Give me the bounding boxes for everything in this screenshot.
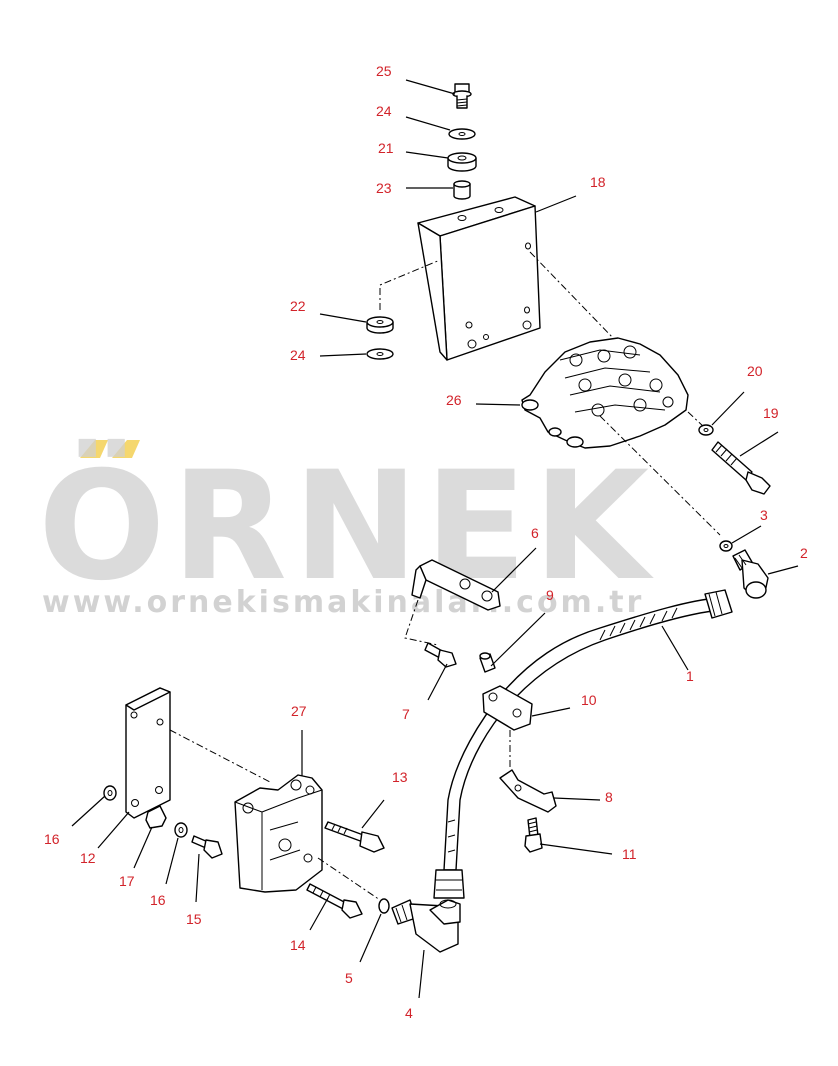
callout-24-bottom: 24 bbox=[290, 347, 306, 363]
part-15-bolt bbox=[191, 835, 223, 859]
part-7-bolt bbox=[424, 642, 457, 668]
part-25-bolt bbox=[452, 83, 472, 109]
part-9-pin bbox=[479, 652, 496, 673]
part-19-bolt bbox=[711, 441, 771, 495]
centerline-plate-valve bbox=[169, 729, 271, 783]
part-27-valve-block bbox=[234, 774, 323, 893]
callout-3: 3 bbox=[760, 507, 768, 523]
part-1-hydraulic-hose bbox=[433, 589, 733, 899]
part-26-control-valve bbox=[521, 337, 689, 449]
callout-2: 2 bbox=[800, 545, 808, 561]
centerline-valve-fitting bbox=[317, 857, 381, 901]
callout-20: 20 bbox=[747, 363, 763, 379]
part-16-washer-left bbox=[103, 785, 117, 801]
callout-18: 18 bbox=[590, 174, 606, 190]
part-11-bolt bbox=[524, 817, 543, 853]
watermark-accent-left bbox=[80, 440, 108, 458]
part-3-o-ring bbox=[719, 540, 733, 552]
part-13-bolt bbox=[324, 821, 385, 853]
part-12-mounting-plate bbox=[125, 687, 171, 819]
part-21-rubber-mount bbox=[447, 152, 477, 172]
part-6-clamp-bracket bbox=[411, 559, 501, 611]
callout-15: 15 bbox=[186, 911, 202, 927]
callout-4: 4 bbox=[405, 1005, 413, 1021]
watermark-accent-right bbox=[112, 440, 140, 458]
centerline-bracket-valve bbox=[529, 251, 616, 341]
part-22-rubber-washer bbox=[366, 316, 394, 334]
part-20-washer bbox=[698, 424, 714, 436]
callout-19: 19 bbox=[763, 405, 779, 421]
part-23-bushing bbox=[453, 180, 471, 200]
part-16-washer-right bbox=[174, 822, 188, 838]
part-17-nut bbox=[145, 805, 167, 829]
part-4-elbow-fitting bbox=[391, 899, 461, 953]
leader-lines bbox=[71, 79, 799, 999]
callout-25: 25 bbox=[376, 63, 392, 79]
part-8-support-bracket bbox=[499, 769, 557, 813]
callout-11: 11 bbox=[622, 846, 637, 862]
callout-10: 10 bbox=[581, 692, 597, 708]
centerline-bracket-washers bbox=[379, 259, 441, 310]
part-18-mounting-bracket bbox=[417, 196, 541, 361]
callout-labels: 25 24 21 23 18 22 24 26 20 19 3 2 6 9 1 … bbox=[44, 63, 808, 1021]
callout-8: 8 bbox=[605, 789, 613, 805]
callout-1: 1 bbox=[686, 668, 694, 684]
callout-22: 22 bbox=[290, 298, 306, 314]
part-10-hose-clamp bbox=[482, 685, 533, 731]
callout-16-left: 16 bbox=[44, 831, 60, 847]
part-14-bolt bbox=[306, 883, 363, 919]
callout-9: 9 bbox=[546, 587, 554, 603]
callout-16-right: 16 bbox=[150, 892, 166, 908]
callout-24-top: 24 bbox=[376, 103, 392, 119]
callout-6: 6 bbox=[531, 525, 539, 541]
callout-7: 7 bbox=[402, 706, 410, 722]
callout-17: 17 bbox=[119, 873, 135, 889]
callout-12: 12 bbox=[80, 850, 96, 866]
part-24-washer-top bbox=[448, 128, 476, 140]
callout-5: 5 bbox=[345, 970, 353, 986]
centerline-valve-port bbox=[599, 415, 721, 536]
part-5-o-ring bbox=[378, 898, 390, 914]
centerline-clamp-bolt bbox=[404, 599, 439, 646]
callout-13: 13 bbox=[392, 769, 408, 785]
part-24-washer-bottom bbox=[366, 348, 394, 360]
callout-23: 23 bbox=[376, 180, 392, 196]
watermark-brand: ÖRNEK bbox=[38, 438, 655, 614]
callout-26: 26 bbox=[446, 392, 462, 408]
watermark: ÖRNEK www.ornekismakinalari.com.tr bbox=[38, 438, 655, 620]
callout-14: 14 bbox=[290, 937, 306, 953]
part-2-elbow-fitting bbox=[732, 549, 769, 599]
callout-27: 27 bbox=[291, 703, 307, 719]
callout-21: 21 bbox=[378, 140, 394, 156]
watermark-url: www.ornekismakinalari.com.tr bbox=[42, 585, 644, 620]
